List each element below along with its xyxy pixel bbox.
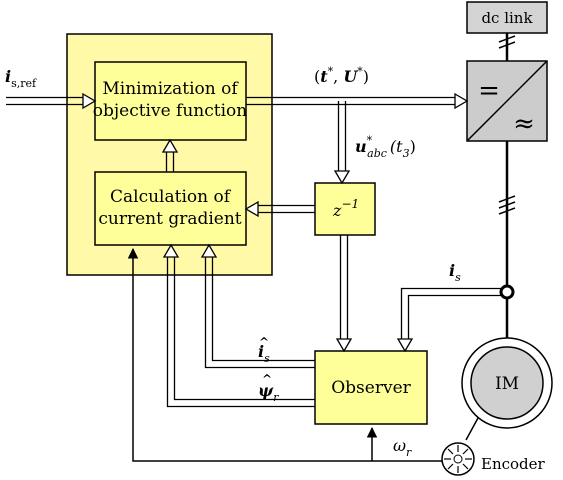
- speed-feedback-line: [127, 247, 442, 462]
- arrow-gradient-to-minimization: [161, 138, 179, 172]
- i-ref-label: is,ref: [5, 67, 37, 90]
- arrow-minimization-to-converter: [246, 92, 469, 110]
- gradient-label-line2: current gradient: [98, 209, 241, 229]
- arrow-current-to-observer: [396, 287, 501, 353]
- delay-exponent: −1: [341, 197, 359, 211]
- dc-link-label: dc link: [481, 9, 533, 27]
- arrow-tap-to-delay: [333, 101, 351, 185]
- motor-label: IM: [495, 374, 519, 394]
- arrow-iref-to-minimization: [6, 92, 97, 110]
- arrow-psi-hat-to-gradient: [162, 243, 315, 408]
- dc-link-block: dc link: [466, 1, 548, 34]
- delay-base: z: [332, 201, 342, 220]
- dc-bus-slash-marks: [498, 35, 516, 49]
- converter-block: = ≈: [466, 60, 548, 142]
- induction-motor: IM: [461, 337, 553, 429]
- observer-label: Observer: [331, 378, 411, 398]
- omega-r-label: ωr: [393, 436, 412, 459]
- delay-block: z−1: [314, 182, 376, 236]
- three-phase-slash-marks: [498, 195, 516, 215]
- gradient-label-line1: Calculation of: [110, 187, 232, 207]
- t-u-label: (t*, U*): [314, 65, 369, 86]
- arrow-delay-to-gradient: [244, 200, 315, 218]
- i-s-measured-label: is: [449, 261, 461, 284]
- signal-arrows: [6, 92, 501, 408]
- arrow-is-hat-to-gradient: [200, 243, 315, 369]
- encoder-icon: [441, 442, 475, 476]
- encoder-label: Encoder: [481, 455, 546, 473]
- converter-dc-symbol: =: [478, 76, 500, 106]
- arrow-delay-to-observer: [335, 235, 353, 353]
- u-abc-label: u*abc(t3): [355, 134, 416, 160]
- minimization-label-line2: objective function: [93, 101, 248, 121]
- svg-text:z−1: z−1: [332, 197, 359, 220]
- i-s-hat-label: is: [258, 342, 270, 365]
- psi-r-hat-label: ψr: [258, 381, 279, 404]
- converter-ac-symbol: ≈: [513, 109, 535, 139]
- minimization-block: Minimization of objective function: [93, 61, 248, 141]
- minimization-label-line1: Minimization of: [102, 79, 239, 99]
- current-sensor-icon: [499, 284, 515, 300]
- i-s-hat-accent: ^: [259, 335, 269, 349]
- gradient-block: Calculation of current gradient: [94, 171, 247, 246]
- psi-r-hat-accent: ^: [262, 372, 272, 386]
- observer-block: Observer: [314, 350, 428, 425]
